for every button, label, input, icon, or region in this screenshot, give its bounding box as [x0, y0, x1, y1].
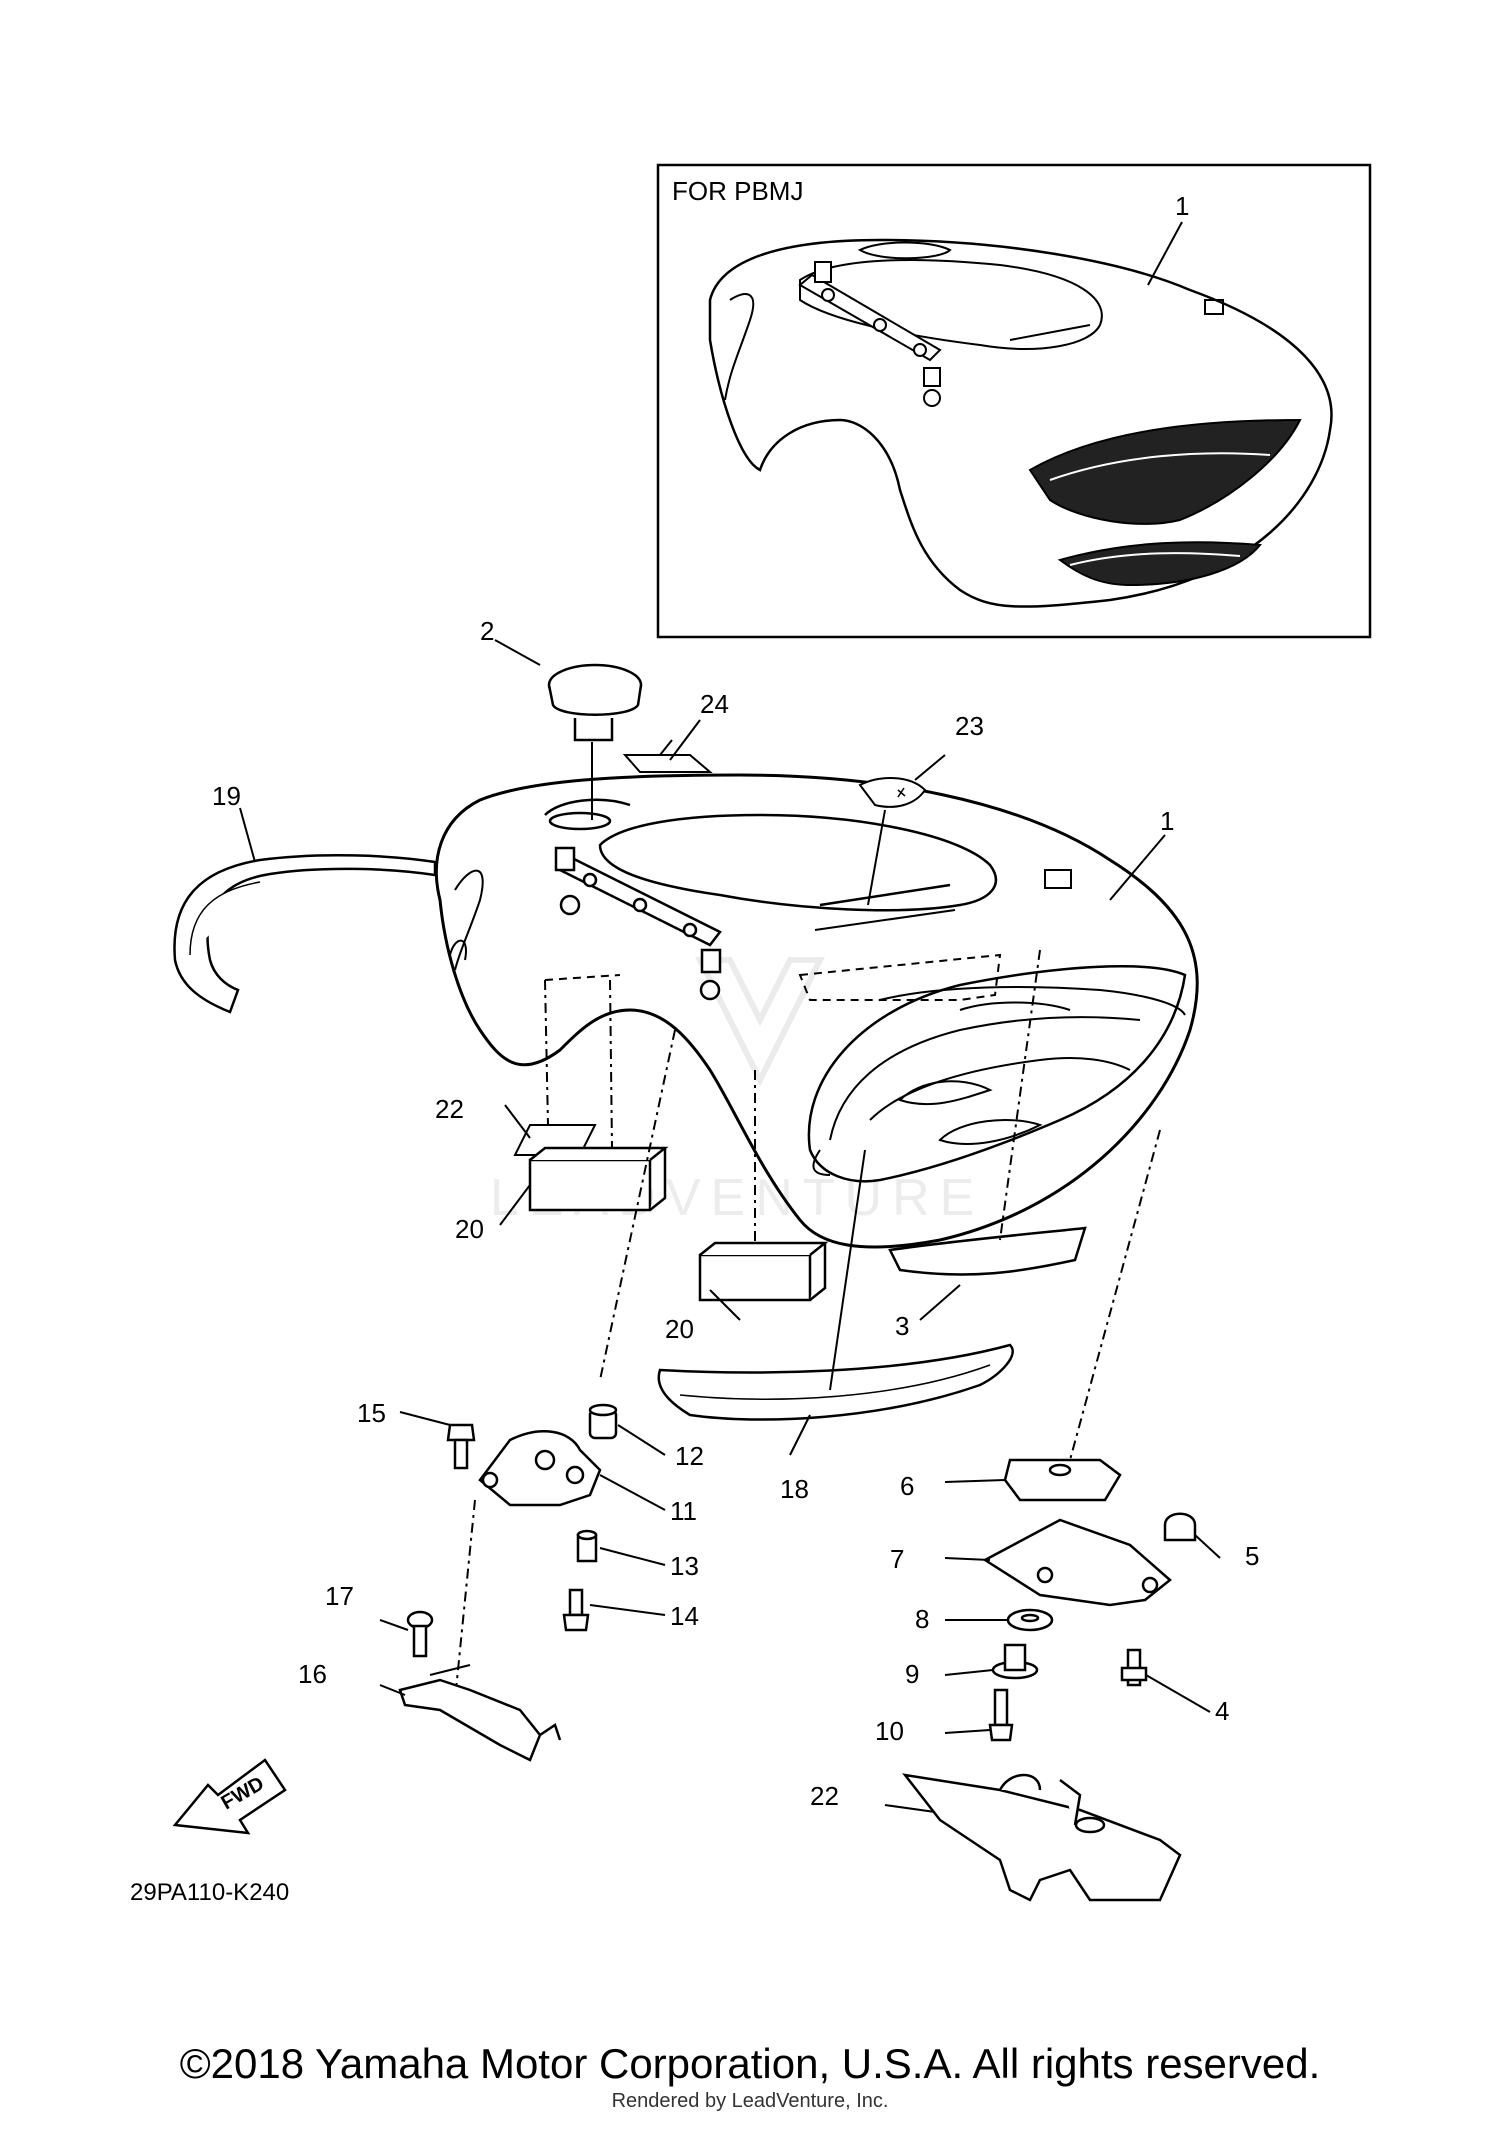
callout-23[interactable]: 22 — [810, 1781, 839, 1811]
inset-frame — [656, 163, 1372, 639]
part-3-side-sticker — [888, 1226, 1087, 1276]
callout-22[interactable]: 23 — [955, 711, 984, 741]
part-12-grommet — [588, 1403, 618, 1440]
callout-18[interactable]: 18 — [780, 1474, 809, 1504]
callout-9[interactable]: 9 — [905, 1659, 919, 1689]
part-7-bracket — [982, 1518, 1172, 1607]
callout-20-right[interactable]: 20 — [665, 1314, 694, 1344]
callout-21[interactable]: 22 — [435, 1094, 464, 1124]
leader-lines — [379, 639, 1221, 1813]
callout-11[interactable]: 11 — [670, 1496, 697, 1526]
callout-15[interactable]: 15 — [357, 1398, 386, 1428]
part-5-nut — [1163, 1512, 1197, 1542]
part-14-bolt — [562, 1588, 590, 1632]
part-24-label — [622, 754, 713, 773]
part-9-collar — [991, 1643, 1039, 1680]
callout-1[interactable]: 1 — [1160, 806, 1174, 836]
callout-14[interactable]: 14 — [670, 1601, 699, 1631]
part-22-emblem — [858, 754, 946, 906]
callout-16[interactable]: 16 — [298, 1659, 327, 1689]
callout-8[interactable]: 8 — [915, 1604, 929, 1634]
callout-12[interactable]: 12 — [675, 1441, 704, 1471]
callout-24[interactable]: 24 — [700, 689, 729, 719]
callout-20-left[interactable]: 20 — [455, 1214, 484, 1244]
inset-title: FOR PBMJ — [672, 176, 803, 206]
callout-13[interactable]: 13 — [670, 1551, 699, 1581]
part-15-bolt — [446, 1423, 476, 1470]
part-18-trim — [657, 1149, 1014, 1421]
part-23-frame-bracket — [902, 1773, 1182, 1902]
part-20-damper-right — [698, 1241, 829, 1302]
part-6-damper — [1003, 1458, 1122, 1502]
part-8-washer — [1006, 1608, 1054, 1632]
part-17-bolt — [406, 1610, 434, 1658]
part-13-collar — [576, 1529, 598, 1563]
tank-top-bracket — [554, 846, 722, 1001]
callout-6[interactable]: 6 — [900, 1471, 914, 1501]
part-10-bolt — [988, 1688, 1014, 1742]
callout-4[interactable]: 4 — [1215, 1696, 1229, 1726]
callout-7[interactable]: 7 — [890, 1544, 904, 1574]
inset-callout-1[interactable]: 1 — [1175, 191, 1189, 221]
part-2-fuel-cap — [547, 663, 643, 820]
callout-5[interactable]: 5 — [1245, 1541, 1259, 1571]
copyright-text: ©2018 Yamaha Motor Corporation, U.S.A. A… — [179, 2040, 1321, 2087]
callout-3[interactable]: 3 — [895, 1311, 909, 1341]
part-16-bracket — [398, 1664, 562, 1762]
callout-10[interactable]: 10 — [875, 1716, 904, 1746]
callout-19[interactable]: 19 — [212, 781, 241, 811]
callouts: 2 24 23 19 1 22 20 20 3 18 15 12 11 13 1… — [212, 616, 1259, 1811]
part-4-stud — [1120, 1648, 1148, 1687]
inset-tank-illustration — [708, 238, 1333, 608]
inset-bracket — [798, 261, 942, 407]
rendered-by-text: Rendered by LeadVenture, Inc. — [611, 2090, 889, 2112]
part-19-trim — [173, 807, 437, 1014]
fwd-arrow: FWD — [172, 1758, 287, 1835]
callout-2[interactable]: 2 — [480, 616, 494, 646]
diagram-code: 29PA110-K240 — [130, 1879, 289, 1906]
part-11-bracket — [478, 1430, 602, 1507]
fuel-tank-main — [434, 773, 1199, 1249]
callout-17[interactable]: 17 — [325, 1581, 354, 1611]
part-20-damper-left — [528, 1146, 669, 1212]
inset-panel: FOR PBMJ 1 — [656, 163, 1372, 639]
